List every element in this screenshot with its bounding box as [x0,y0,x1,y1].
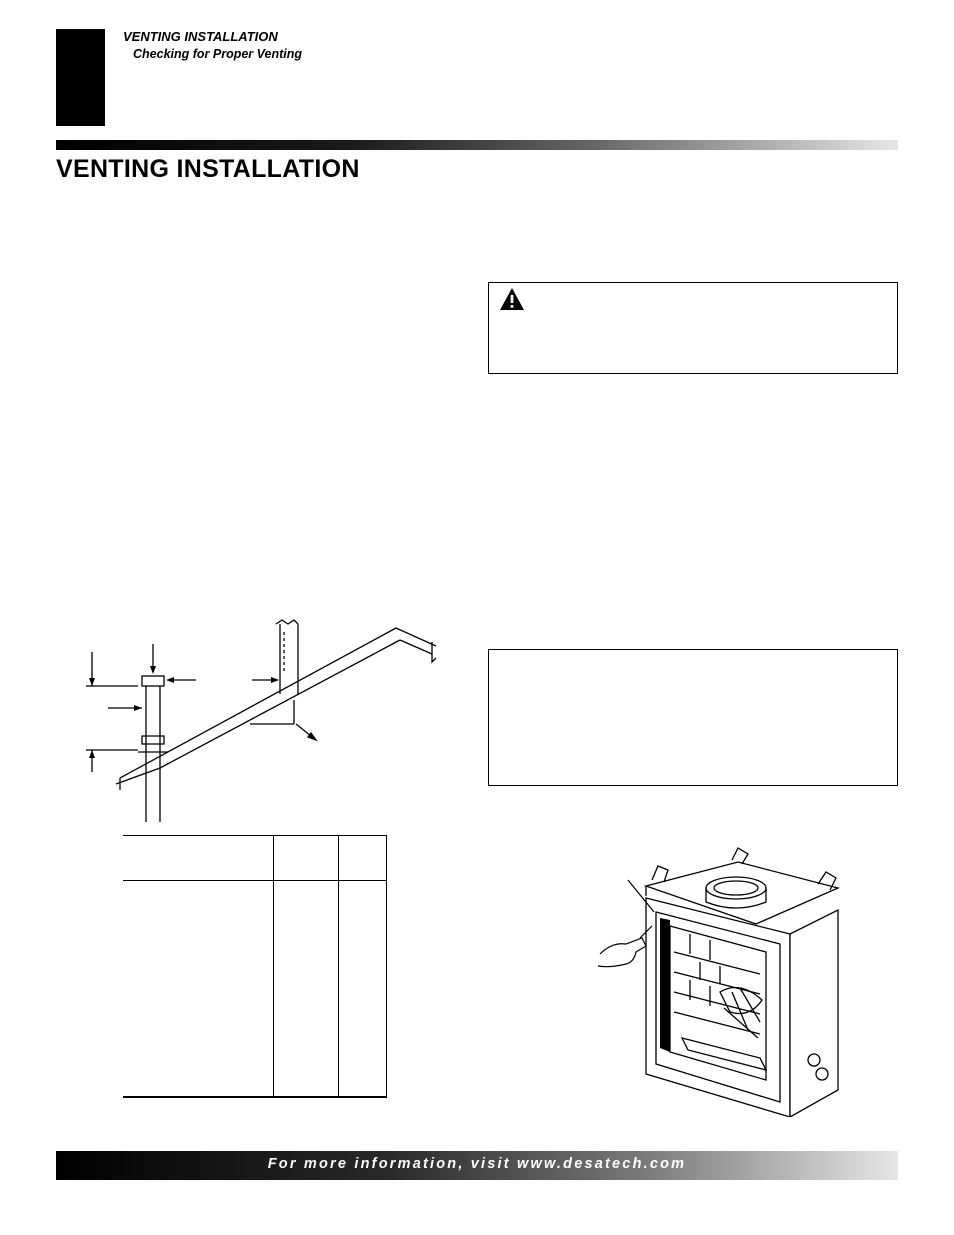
clearance-table [123,835,387,1098]
page-title: VENTING INSTALLATION [56,155,360,183]
fireplace-illustration [597,847,840,1117]
table-header-cell [123,835,274,881]
table-header-row [123,835,387,881]
table-cell [123,880,274,1098]
table-cell [273,880,339,1098]
vent-termination-diagram [86,619,437,822]
table-cell [338,880,387,1098]
warning-box [488,282,898,374]
table-row [123,880,387,1098]
footer-website-link[interactable]: For more information, visit www.desatech… [267,1156,687,1172]
header-rule-bar [56,140,898,150]
table-header-cell [338,835,387,881]
section-tab-block [56,29,105,126]
warning-triangle-icon [500,288,524,310]
table-header-cell [273,835,339,881]
header-subsection-title: Checking for Proper Venting [133,47,303,61]
header-section-title: VENTING INSTALLATION [123,29,278,44]
footer-bar: For more information, visit www.desatech… [56,1151,898,1180]
notice-box [488,649,898,786]
